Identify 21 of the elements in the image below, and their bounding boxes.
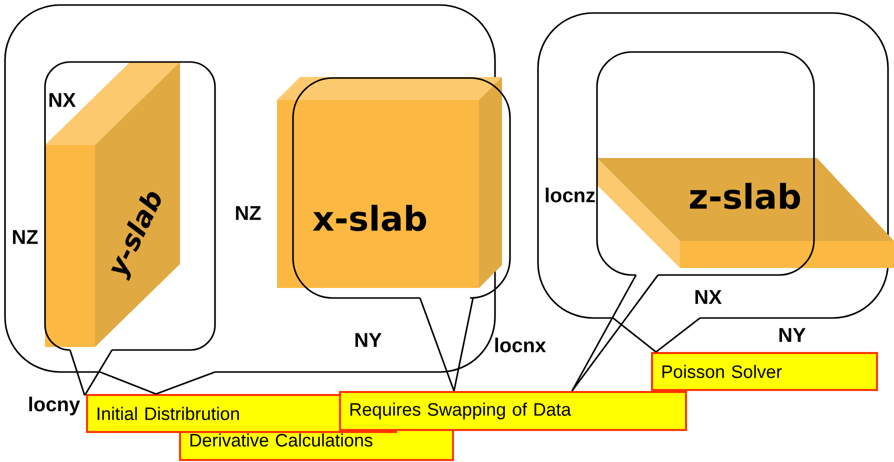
speech-balloon xyxy=(596,51,815,276)
dimension-label: locnz xyxy=(546,188,595,202)
balloon-tail xyxy=(571,274,659,392)
slab-block: z-slab xyxy=(597,158,894,268)
label-box: Requires Swapping of Data xyxy=(339,391,687,431)
dimension-label: NZ xyxy=(13,230,38,244)
dimension-label: NZ xyxy=(236,206,261,220)
dimension-label: NX xyxy=(695,290,722,304)
dimension-label: locny xyxy=(29,396,80,416)
balloon-tail xyxy=(69,349,113,396)
balloon-tail xyxy=(612,317,701,353)
balloon-tail xyxy=(99,371,216,395)
dimension-label: NY xyxy=(779,328,806,342)
slab-block: x-slab xyxy=(277,77,502,288)
dimension-label: locnx xyxy=(495,338,546,352)
balloon-tail xyxy=(419,297,474,392)
dimension-label: NX xyxy=(49,93,76,107)
label-box: Poisson Solver xyxy=(651,352,878,391)
speech-balloon xyxy=(44,61,216,351)
dimension-label: NY xyxy=(355,333,382,347)
speech-balloon xyxy=(537,12,889,319)
